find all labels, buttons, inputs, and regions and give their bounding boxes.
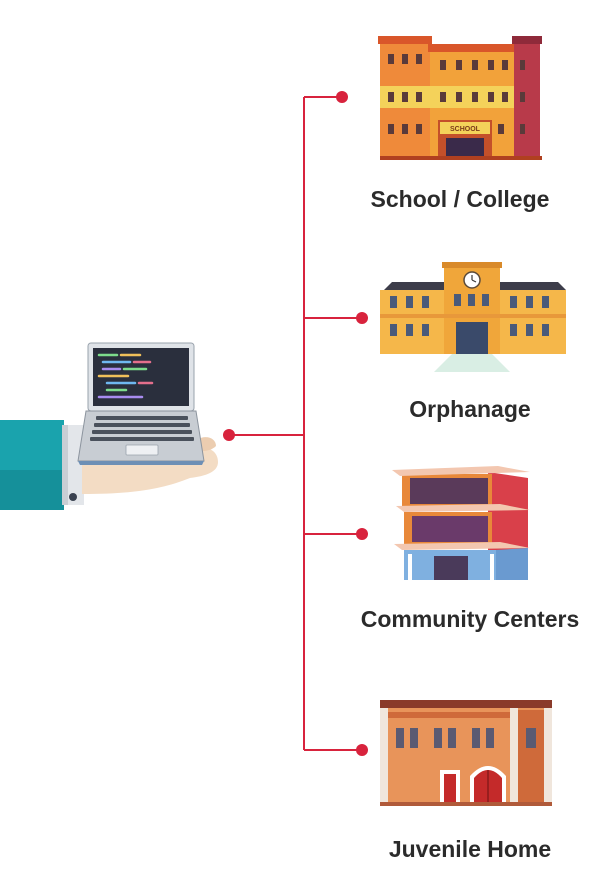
dot-community xyxy=(356,528,368,540)
dot-juvenile xyxy=(356,744,368,756)
dot-source xyxy=(223,429,235,441)
dot-orphanage xyxy=(356,312,368,324)
label-school-college: School / College xyxy=(370,186,550,212)
school-sign: SCHOOL xyxy=(450,126,481,133)
cuff-shade xyxy=(62,425,68,505)
touchpad xyxy=(125,444,159,456)
school-building-icon: SCHOOL xyxy=(378,36,542,160)
laptop-edge xyxy=(78,461,204,465)
connector-tree xyxy=(229,96,362,751)
connector-dots xyxy=(223,91,368,756)
label-juvenile-home: Juvenile Home xyxy=(388,836,552,862)
label-orphanage: Orphanage xyxy=(409,396,531,422)
laptop-on-hand-icon xyxy=(0,342,218,510)
community-center-building-icon xyxy=(392,466,530,580)
juvenile-home-building-icon xyxy=(380,700,552,806)
cuff-button xyxy=(69,493,77,501)
dot-school xyxy=(336,91,348,103)
orphanage-building-icon xyxy=(380,262,566,372)
sleeve-shade xyxy=(0,470,64,510)
label-community-centers: Community Centers xyxy=(360,606,580,632)
keyboard xyxy=(90,416,194,441)
code-lines xyxy=(97,353,154,399)
